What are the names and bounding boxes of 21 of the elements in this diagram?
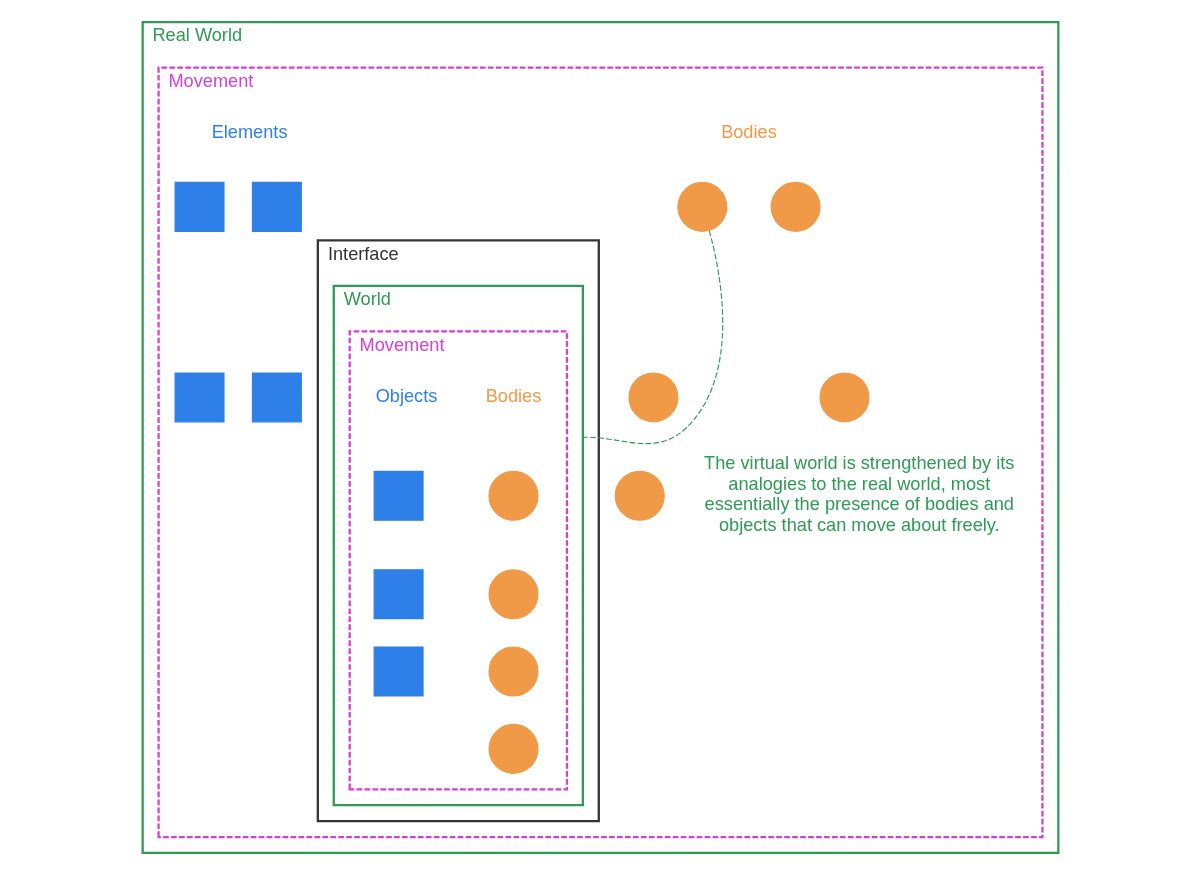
node-box: [373, 569, 424, 620]
node-circle: [614, 470, 665, 521]
label: Bodies: [485, 385, 541, 406]
node-box: [373, 646, 424, 697]
node-circle: [627, 372, 678, 423]
label: The virtual world is strengthened by its analogies to the real world, most essentially the presence of bodies and objects that can move about freely.: [703, 453, 1014, 535]
node-circle: [487, 646, 538, 697]
node-circle: [818, 372, 870, 423]
label: Elements: [211, 121, 287, 142]
node-box: [174, 181, 225, 232]
node-box: [373, 470, 424, 521]
node-box: [251, 181, 302, 232]
node-circle: [676, 181, 727, 232]
node-circle: [770, 181, 821, 232]
node-circle: [487, 723, 538, 774]
node-box: [174, 372, 225, 423]
label: Bodies: [720, 121, 777, 142]
label: Objects: [375, 385, 437, 406]
node-circle: [487, 569, 538, 620]
node-circle: [487, 470, 538, 521]
node-box: [251, 372, 302, 423]
